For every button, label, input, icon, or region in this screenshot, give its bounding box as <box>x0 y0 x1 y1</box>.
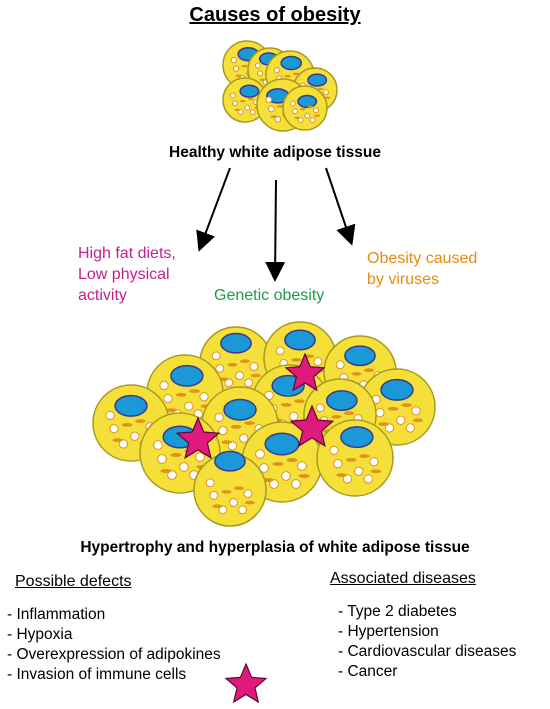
nucleus <box>239 84 260 98</box>
adipocyte-cell <box>316 419 394 497</box>
immune-cell-star-icon <box>284 352 326 392</box>
diseases-heading: Associated diseases <box>330 570 476 587</box>
adipocyte-cell <box>358 368 436 446</box>
nucleus <box>297 94 318 109</box>
list-item: - Hypoxia <box>7 626 73 643</box>
adipocyte-cell <box>193 450 267 527</box>
hypertrophy-label: Hypertrophy and hyperplasia of white adi… <box>80 539 470 556</box>
healthy-tissue-label: Healthy white adipose tissue <box>169 144 381 161</box>
diseases-list: - Type 2 diabetes - Hypertension - Cardi… <box>338 602 516 682</box>
list-item: - Hypertension <box>338 623 439 640</box>
defects-heading: Possible defects <box>15 573 132 590</box>
healthy-tissue-cluster <box>222 40 338 132</box>
adipocyte-cell <box>282 85 328 131</box>
arrow-genetic <box>265 179 286 282</box>
immune-cell-legend-star-icon <box>224 662 268 704</box>
nucleus <box>280 55 303 71</box>
immune-cell-star-icon <box>224 662 268 704</box>
nucleus <box>114 394 148 417</box>
list-item: - Inflammation <box>7 606 106 623</box>
obese-tissue-cluster <box>92 321 436 527</box>
adipocyte-cell <box>222 77 268 123</box>
cause-diet-label: High fat diets, Low physical activity <box>78 245 176 304</box>
nucleus <box>220 332 252 354</box>
nucleus <box>214 450 246 472</box>
list-item: - Type 2 diabetes <box>338 603 457 620</box>
nucleus <box>325 390 358 412</box>
nucleus <box>344 345 376 367</box>
cause-arrows <box>196 167 356 282</box>
nucleus <box>264 432 300 456</box>
nucleus <box>307 73 328 87</box>
arrow-viral <box>325 167 356 246</box>
page-title: Causes of obesity <box>189 4 361 26</box>
nucleus <box>340 426 374 449</box>
defects-list: - Inflammation - Hypoxia - Overexpressio… <box>7 605 221 685</box>
list-item: - Cardiovascular diseases <box>338 643 517 660</box>
cause-viral-label: Obesity caused by viruses <box>367 250 478 288</box>
nucleus <box>284 329 316 351</box>
arrow-diet <box>196 167 231 252</box>
nucleus <box>223 398 257 421</box>
list-item: - Overexpression of adipokines <box>7 646 221 663</box>
cause-genetic-label: Genetic obesity <box>214 287 325 304</box>
list-item: - Cancer <box>338 663 398 680</box>
list-item: - Invasion of immune cells <box>7 666 187 683</box>
nucleus <box>380 378 414 401</box>
immune-cell-star-icon <box>175 416 221 460</box>
nucleus <box>170 364 204 387</box>
immune-cell-star-icon <box>289 404 335 448</box>
